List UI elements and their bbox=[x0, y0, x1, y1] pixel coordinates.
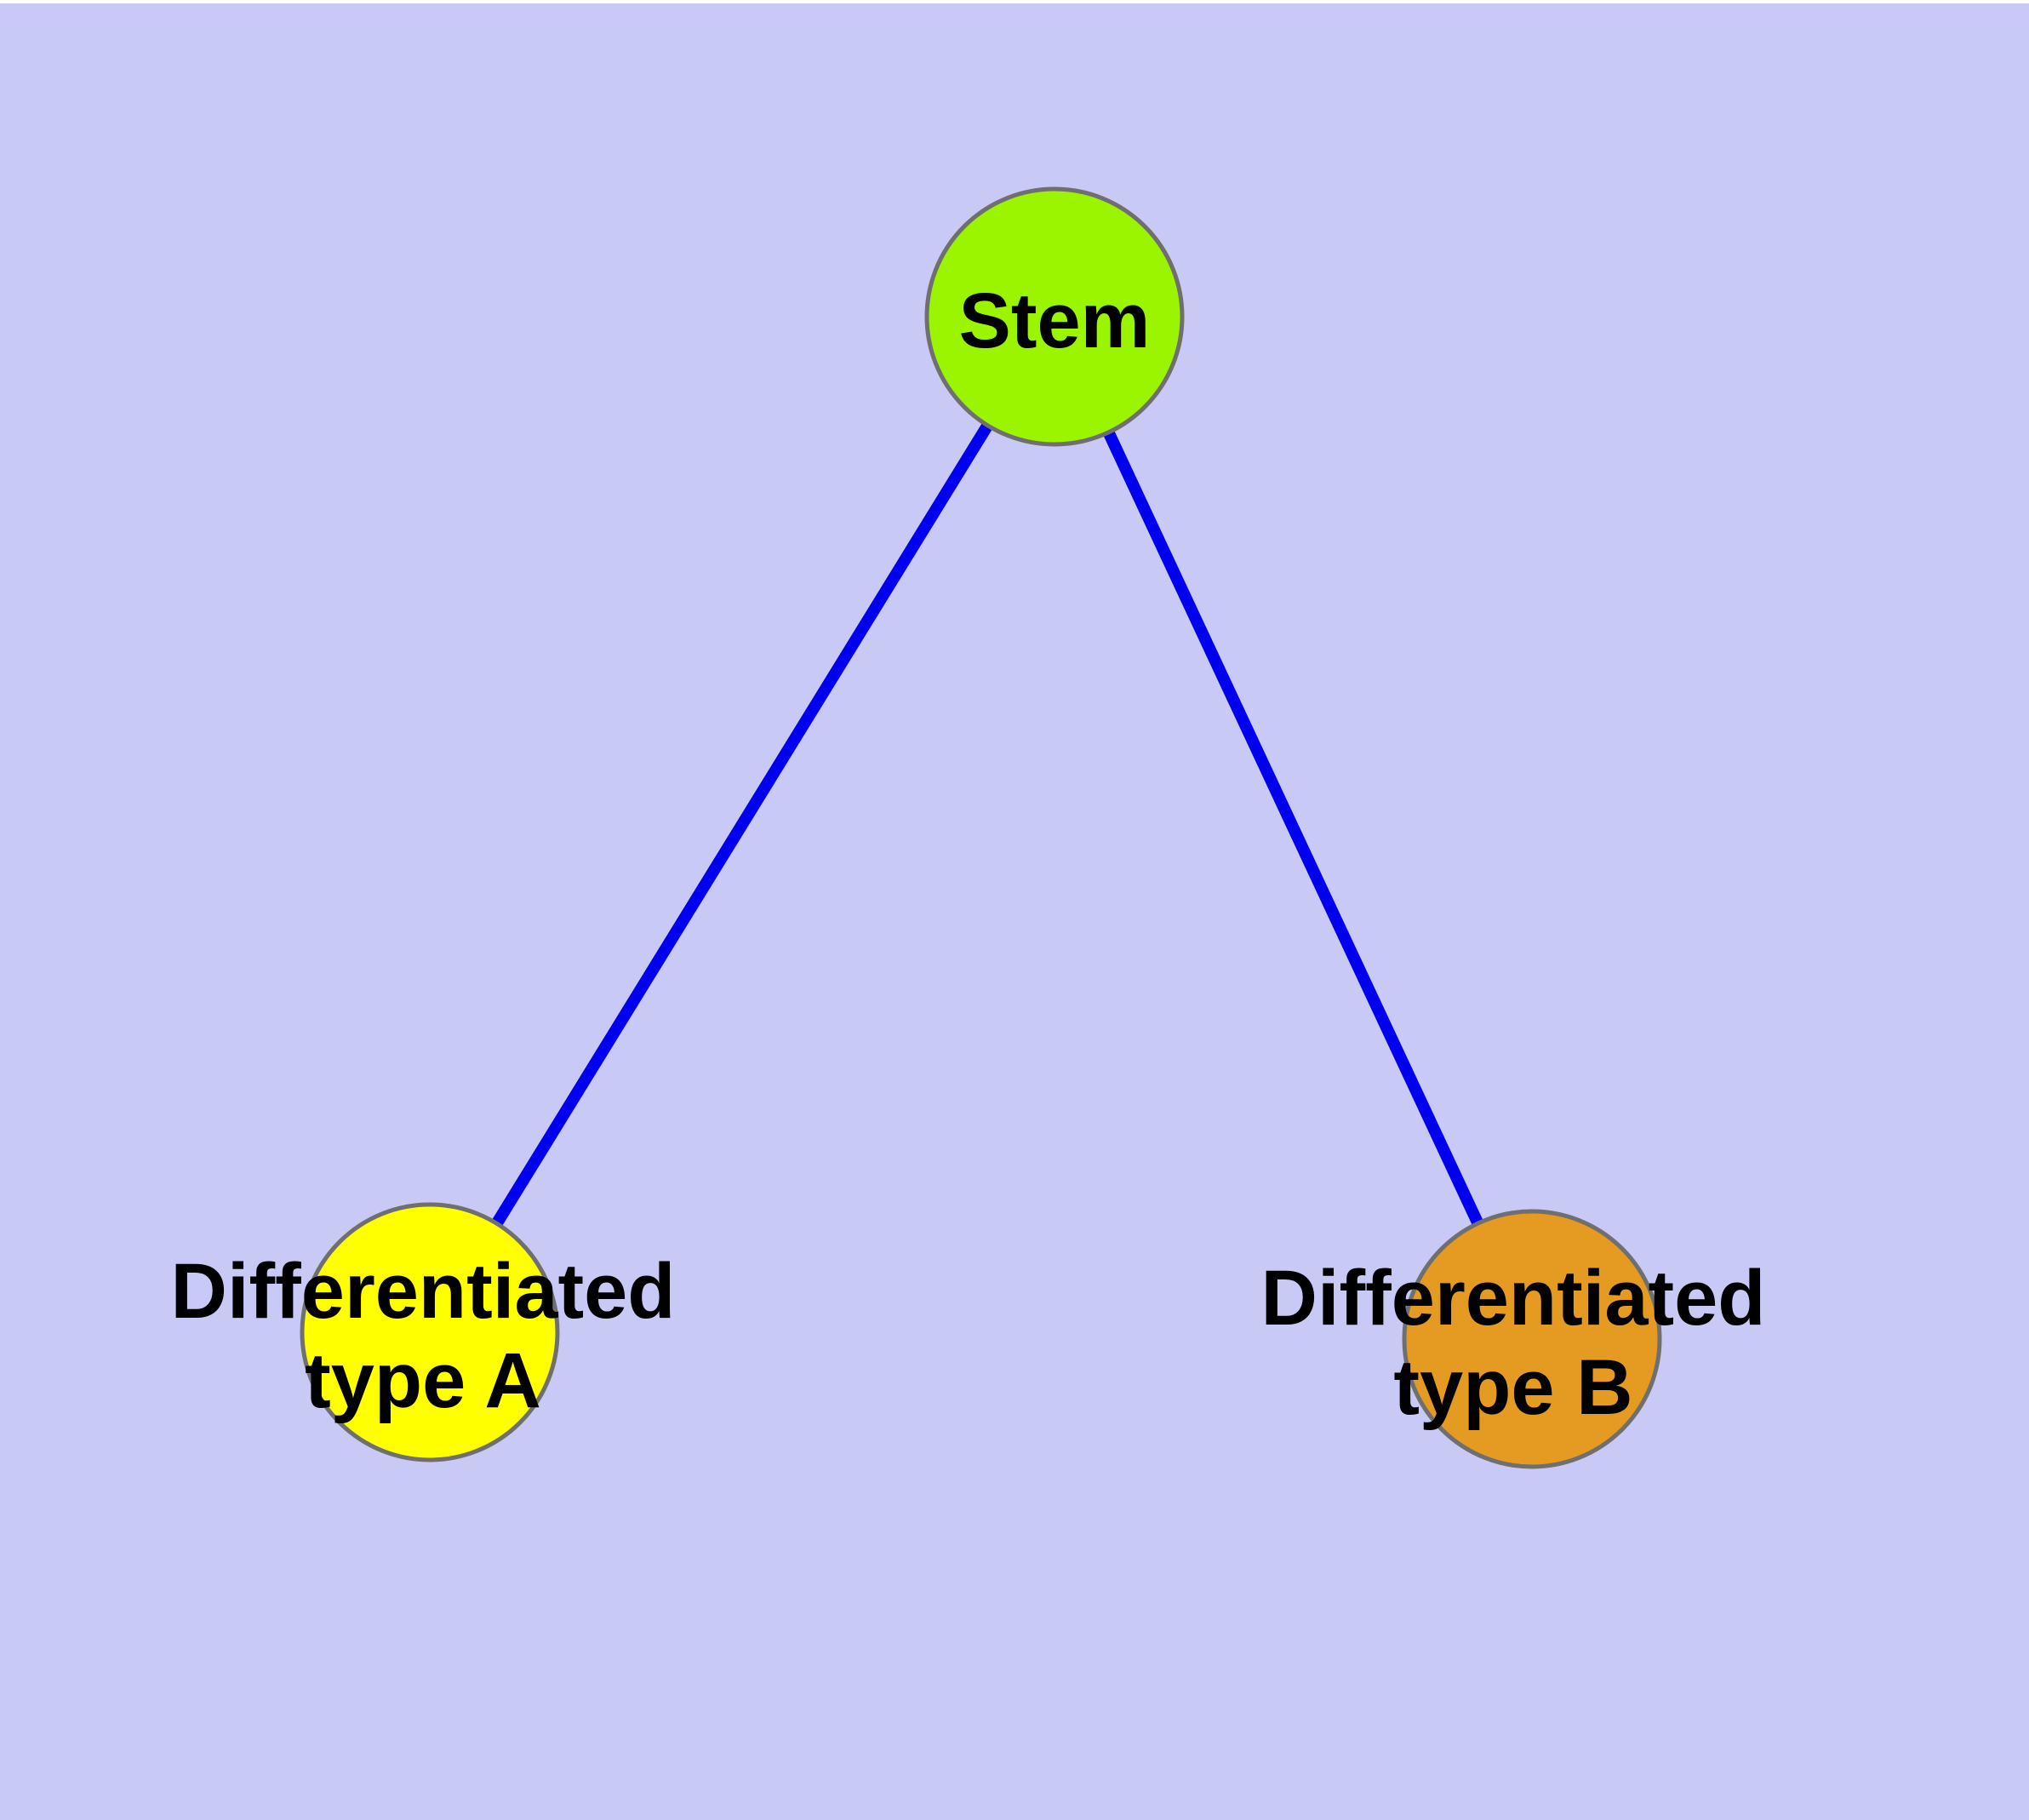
type-b-node-circle bbox=[1402, 1209, 1662, 1469]
type-a-node-circle bbox=[300, 1202, 560, 1462]
type-a-node-label-line2: type A bbox=[305, 1337, 541, 1424]
node-stem: Stem bbox=[924, 186, 1185, 447]
edge-stem-to-type-b bbox=[1049, 314, 1538, 1342]
stem-node-circle bbox=[924, 186, 1185, 447]
node-differentiated-type-b: Differentiated type B bbox=[1261, 1209, 1766, 1469]
type-a-node-label-line1: Differentiated bbox=[171, 1248, 676, 1335]
type-b-node-label-line1: Differentiated bbox=[1261, 1255, 1766, 1342]
page-top-edge bbox=[0, 0, 2029, 3]
edge-stem-to-type-a bbox=[425, 313, 1060, 1336]
type-b-node-label-line2: type B bbox=[1393, 1344, 1632, 1431]
node-differentiated-type-a: Differentiated type A bbox=[171, 1202, 676, 1462]
stem-node-label: Stem bbox=[959, 278, 1151, 364]
